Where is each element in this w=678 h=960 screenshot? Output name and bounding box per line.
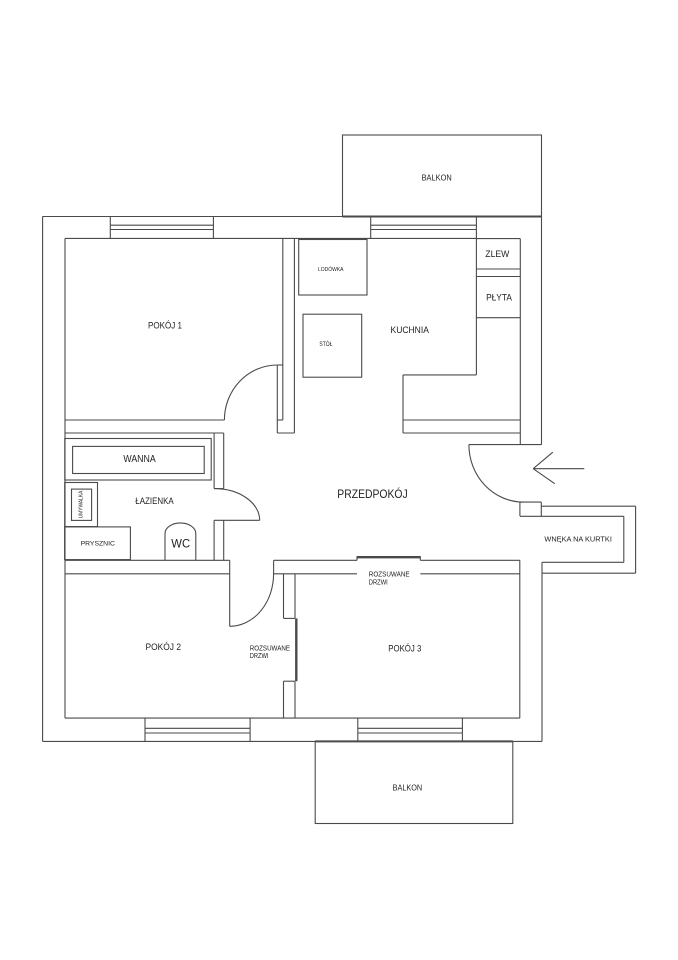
svg-text:WNĘKA NA KURTKI: WNĘKA NA KURTKI: [544, 535, 612, 544]
svg-text:LODÓWKA: LODÓWKA: [318, 266, 344, 273]
svg-text:POKÓJ 2: POKÓJ 2: [146, 642, 182, 652]
svg-text:ROZSUWANE: ROZSUWANE: [369, 572, 410, 579]
svg-text:POKÓJ 1: POKÓJ 1: [148, 320, 182, 330]
svg-text:ZLEW: ZLEW: [485, 249, 509, 259]
svg-text:DRZWI: DRZWI: [369, 579, 388, 586]
svg-text:DRZWI: DRZWI: [250, 653, 269, 660]
svg-text:ROZSUWANE: ROZSUWANE: [250, 645, 291, 652]
svg-text:STÓŁ: STÓŁ: [319, 341, 333, 348]
svg-text:BALKON: BALKON: [422, 174, 452, 183]
svg-text:PRZEDPOKÓJ: PRZEDPOKÓJ: [337, 486, 407, 501]
svg-text:PŁYTA: PŁYTA: [486, 292, 512, 303]
svg-text:WANNA: WANNA: [123, 454, 156, 465]
svg-text:KUCHNIA: KUCHNIA: [391, 325, 430, 335]
svg-text:PRYSZNIC: PRYSZNIC: [81, 541, 116, 548]
svg-text:BALKON: BALKON: [393, 782, 423, 792]
svg-text:POKÓJ 3: POKÓJ 3: [388, 644, 421, 654]
svg-text:UMYWALKA: UMYWALKA: [78, 490, 84, 518]
svg-text:ŁAZIENKA: ŁAZIENKA: [135, 496, 173, 506]
svg-text:WC: WC: [171, 537, 190, 551]
